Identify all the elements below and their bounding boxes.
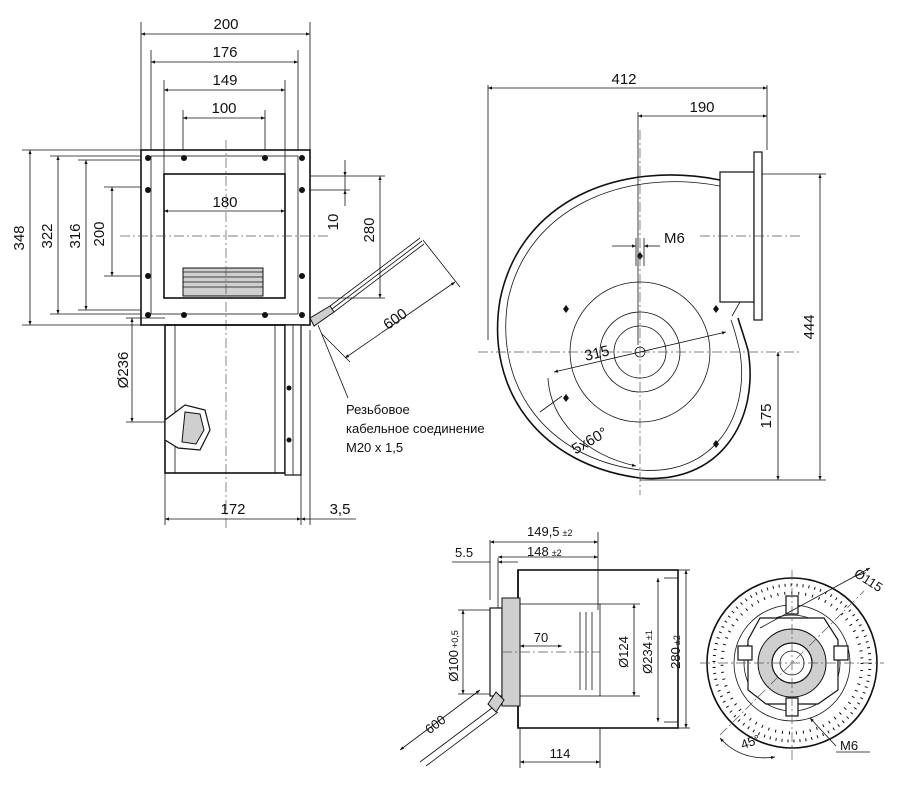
dim-angle-45: 45° [739,731,763,752]
dim-190: 190 [689,99,714,116]
dim-diameter-234: Ø234±1 [640,630,655,674]
dim-5-5: 5.5 [455,545,473,560]
dim-diameter-315: 315 [583,343,611,365]
dim-200-vertical: 200 [91,221,108,246]
dim-diameter-236: Ø236 [115,352,132,389]
dim-m6-impeller: M6 [840,738,858,753]
dim-412: 412 [611,71,636,88]
dim-3-5: 3,5 [330,501,351,518]
motor-view: 149,5±2 148±2 5.5 70 Ø100+0,5 [399,524,690,768]
front-view: 200 176 149 100 348 322 316 200 [11,16,485,530]
outlet-flange [719,171,755,303]
dim-motor-cable-600: 600 [422,712,448,737]
dim-149-5: 149,5±2 [527,524,573,539]
dim-280-motor: 280±2 [668,635,683,669]
dim-diameter-100: Ø100+0,5 [446,630,461,682]
dim-cable-600: 600 [380,305,410,333]
front-housing [164,324,286,474]
side-view: 412 190 M6 [478,71,826,495]
dim-280: 280 [361,217,378,242]
dim-diameter-124: Ø124 [616,636,631,668]
dim-diameter-115: Ø115 [851,566,885,595]
dim-10: 10 [325,214,342,231]
dim-70: 70 [534,630,548,645]
dim-100: 100 [211,100,236,117]
note-leader [317,324,349,399]
dim-348: 348 [11,225,28,250]
cable [309,237,425,327]
dim-444: 444 [801,314,818,339]
volute-outline [496,174,751,480]
dim-176: 176 [212,44,237,61]
cable-note-line3: M20 x 1,5 [346,440,403,455]
dim-200: 200 [213,16,238,33]
motor-body [519,603,601,697]
dim-180: 180 [212,194,237,211]
cable-note-line1: Резьбовое [346,402,410,417]
dim-316: 316 [67,223,84,248]
cable-note-line2: кабельное соединение [346,421,485,436]
motor-cable [399,689,505,767]
mounting-holes [145,155,305,318]
dim-114: 114 [550,746,571,761]
impeller-view: Ø115 45° M6 [700,566,885,760]
dim-149: 149 [212,72,237,89]
dim-322: 322 [39,223,56,248]
dim-5x60: 5x60° [569,424,611,458]
dim-m6: M6 [664,230,685,247]
dim-172: 172 [220,501,245,518]
dim-148: 148±2 [527,544,562,559]
dim-175: 175 [758,403,775,428]
